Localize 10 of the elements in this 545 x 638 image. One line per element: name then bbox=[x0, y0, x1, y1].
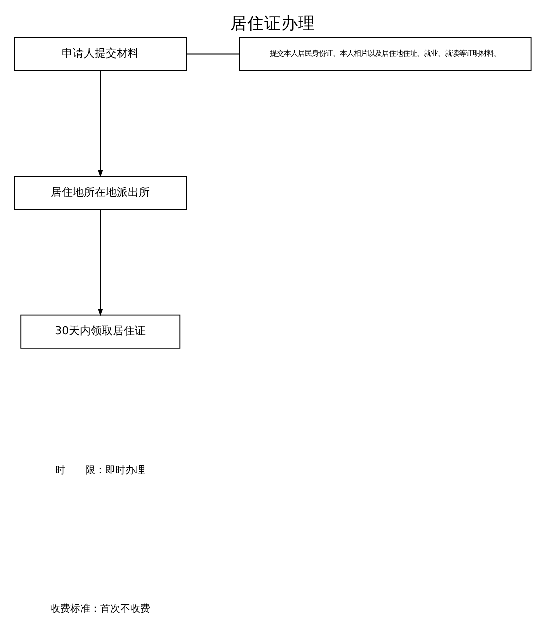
node-box: 申请人提交材料 bbox=[14, 37, 187, 72]
arrow bbox=[98, 70, 103, 178]
node-box: 居住地所在地派出所 bbox=[14, 176, 187, 210]
arrow bbox=[98, 209, 103, 316]
label: 收费标准：首次不收费 bbox=[50, 604, 150, 616]
label: 时 限：即时办理 bbox=[55, 465, 146, 476]
node-box: 30天内领取居住证 bbox=[20, 314, 180, 349]
connector bbox=[186, 54, 240, 55]
node-box: 提交本人居民身份证、本人相片以及居住地住址、就业、就读等证明材料。 bbox=[238, 37, 532, 72]
diagram-title: 居住证办理 bbox=[230, 14, 315, 33]
